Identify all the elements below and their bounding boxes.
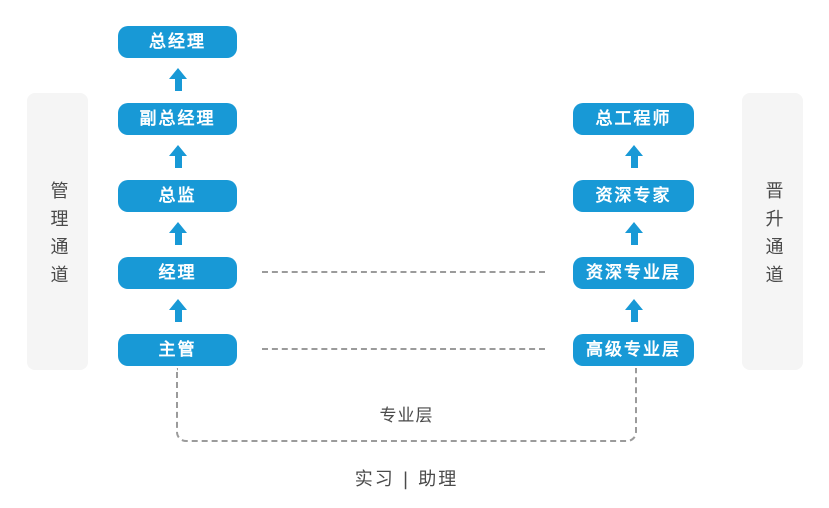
up-arrow-icon — [169, 68, 187, 91]
level-box-senior-professional-level: 资深专业层 — [573, 257, 694, 289]
up-arrow-icon — [625, 145, 643, 168]
management-channel-panel: 管理通道 — [27, 93, 88, 370]
dashed-connector-manager-senior-professional — [262, 271, 545, 273]
dashed-connector-supervisor-advanced-professional — [262, 348, 545, 350]
up-arrow-icon — [169, 145, 187, 168]
level-box-manager: 经理 — [118, 257, 237, 289]
up-arrow-icon — [169, 299, 187, 322]
promotion-channel-label: 晋升通道 — [762, 180, 784, 293]
promotion-channel-panel: 晋升通道 — [742, 93, 803, 370]
level-box-advanced-professional-level: 高级专业层 — [573, 334, 694, 366]
level-box-senior-expert: 资深专家 — [573, 180, 694, 212]
level-box-supervisor: 主管 — [118, 334, 237, 366]
level-box-director: 总监 — [118, 180, 237, 212]
professional-layer-label: 专业层 — [379, 406, 434, 426]
professional-layer-bracket — [176, 368, 637, 442]
level-box-chief-engineer: 总工程师 — [573, 103, 694, 135]
intern-assistant-label: 实习 | 助理 — [354, 469, 459, 490]
up-arrow-icon — [625, 222, 643, 245]
level-box-general-manager: 总经理 — [118, 26, 237, 58]
level-box-deputy-general-manager: 副总经理 — [118, 103, 237, 135]
management-channel-label: 管理通道 — [47, 180, 69, 293]
up-arrow-icon — [625, 299, 643, 322]
up-arrow-icon — [169, 222, 187, 245]
